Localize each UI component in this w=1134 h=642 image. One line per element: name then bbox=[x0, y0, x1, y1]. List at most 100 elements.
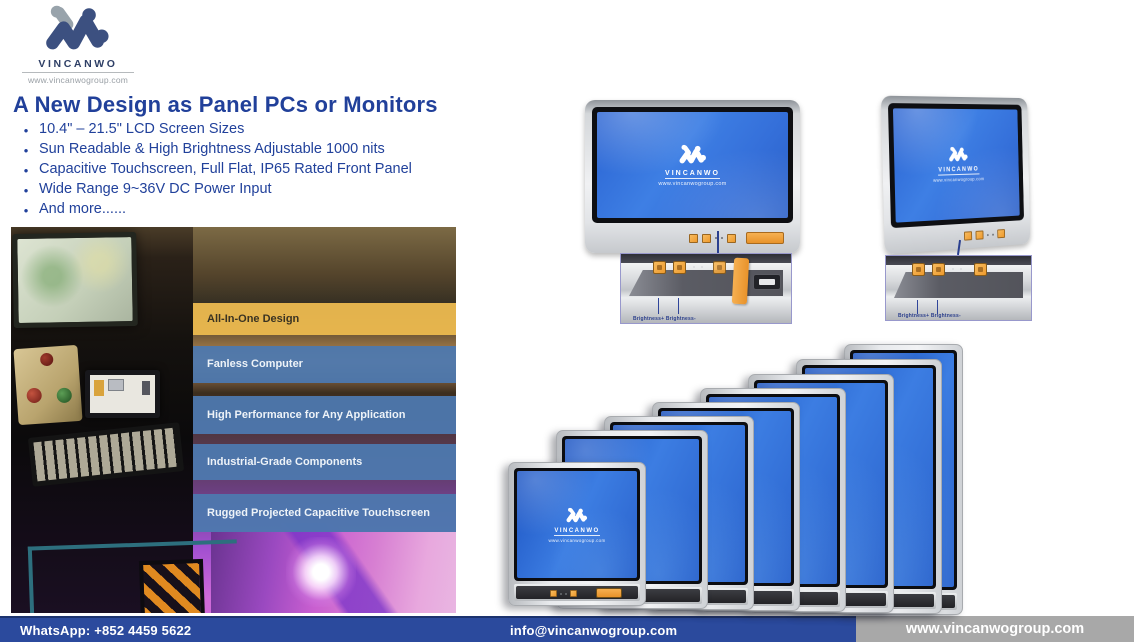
list-item: • Capacitive Touchscreen, Full Flat, IP65… bbox=[13, 161, 533, 181]
panel-bezel: VINCANWO www.vincanwogroup.com bbox=[887, 103, 1025, 229]
photo-touch-widget bbox=[108, 379, 124, 391]
photo-touch-widget bbox=[94, 380, 104, 396]
brightness-down-button bbox=[673, 261, 686, 274]
bullet-dot: • bbox=[23, 203, 29, 218]
usb-cover-flap bbox=[731, 257, 750, 305]
callout-line bbox=[917, 300, 918, 314]
usb-cover bbox=[596, 588, 622, 598]
led-dot bbox=[986, 233, 989, 236]
photo-red-button bbox=[26, 387, 43, 404]
banner-label: High Performance for Any Application bbox=[207, 408, 406, 421]
bullet-text: And more...... bbox=[39, 201, 127, 217]
led-dot bbox=[952, 268, 954, 270]
panel-screen: VINCANWO www.vincanwogroup.com bbox=[597, 112, 788, 218]
footer-whatsapp: WhatsApp: +852 4459 5622 bbox=[20, 623, 192, 638]
led-dot bbox=[715, 237, 717, 239]
brightness-down-button bbox=[570, 590, 577, 597]
bullet-text: 10.4" – 21.5" LCD Screen Sizes bbox=[39, 121, 245, 137]
screen-url-text: www.vincanwogroup.com bbox=[548, 537, 606, 543]
photo-touch-widget bbox=[142, 381, 150, 395]
bottom-panel-closeup-right: Brightness+ Brightness- bbox=[885, 255, 1032, 321]
brand-website: www.vincanwogroup.com bbox=[27, 75, 129, 85]
footer-contact-strip: WhatsApp: +852 4459 5622 info@vincanwogr… bbox=[0, 616, 856, 642]
list-item: • Wide Range 9~36V DC Power Input bbox=[13, 181, 533, 201]
led-dot bbox=[693, 266, 695, 268]
feature-banner-rugged: Rugged Projected Capacitive Touchscreen bbox=[193, 494, 456, 532]
power-button bbox=[974, 263, 987, 276]
panel-bezel: VINCANWO www.vincanwogroup.com bbox=[514, 468, 640, 581]
closeup-top-band bbox=[621, 254, 791, 263]
screen-brand-text: VINCANWO bbox=[938, 166, 980, 176]
screen-logo-icon bbox=[566, 507, 588, 522]
photo-green-button bbox=[56, 387, 73, 404]
power-button bbox=[713, 261, 726, 274]
usb-port bbox=[753, 274, 781, 290]
front-controls bbox=[963, 229, 1006, 241]
brightness-label: Brightness+ Brightness- bbox=[633, 316, 696, 322]
brightness-label: Brightness+ Brightness- bbox=[898, 313, 961, 319]
closeup-control-strip bbox=[894, 272, 1023, 298]
brand-block: VINCANWO www.vincanwogroup.com bbox=[22, 4, 134, 85]
bullet-text: Capacitive Touchscreen, Full Flat, IP65 … bbox=[39, 161, 412, 177]
callout-line bbox=[937, 300, 938, 314]
banner-label: Fanless Computer bbox=[207, 358, 303, 371]
footer-email: info@vincanwogroup.com bbox=[510, 623, 678, 638]
brightness-down-button bbox=[975, 230, 984, 240]
callout-line bbox=[717, 231, 719, 253]
banner-label: Rugged Projected Capacitive Touchscreen bbox=[207, 506, 430, 519]
panel-pc-front-view: VINCANWO www.vincanwogroup.com bbox=[585, 100, 800, 253]
bullet-text: Wide Range 9~36V DC Power Input bbox=[39, 181, 272, 197]
led-dot bbox=[960, 268, 962, 270]
screen-url-text: www.vincanwogroup.com bbox=[933, 176, 985, 183]
screen-logo-icon bbox=[679, 144, 706, 163]
callout-line bbox=[678, 298, 679, 314]
footer-website: www.vincanwogroup.com bbox=[905, 621, 1085, 637]
screen-url-text: www.vincanwogroup.com bbox=[658, 180, 727, 187]
bottom-panel-closeup-left: Brightness+ Brightness- bbox=[620, 253, 792, 324]
bullet-dot: • bbox=[23, 163, 29, 178]
panel-pc-angled-view: VINCANWO www.vincanwogroup.com bbox=[880, 95, 1031, 255]
brightness-up-button bbox=[550, 590, 557, 597]
brightness-up-button bbox=[689, 233, 698, 243]
feature-banner-fanless: Fanless Computer bbox=[193, 346, 456, 383]
brightness-up-button bbox=[653, 261, 666, 274]
photo-keyboard bbox=[27, 422, 185, 487]
photo-machine-frame bbox=[27, 539, 240, 613]
photo-estop-button bbox=[39, 352, 54, 367]
photo-hazard-stripes bbox=[138, 558, 206, 613]
panel-screen: VINCANWO www.vincanwogroup.com bbox=[892, 108, 1020, 223]
list-item: • And more...... bbox=[13, 201, 533, 221]
callout-line bbox=[658, 298, 659, 314]
brand-name: VINCANWO bbox=[22, 58, 134, 73]
bullet-text: Sun Readable & High Brightness Adjustabl… bbox=[39, 141, 385, 157]
feature-banner-industrial: Industrial-Grade Components bbox=[193, 444, 456, 480]
led-dot bbox=[701, 266, 703, 268]
screen-brand-text: VINCANWO bbox=[554, 527, 600, 536]
power-button bbox=[997, 229, 1006, 239]
bullet-dot: • bbox=[23, 183, 29, 198]
footer-bar: WhatsApp: +852 4459 5622 info@vincanwogr… bbox=[0, 616, 1134, 642]
photo-keyboard-keys bbox=[33, 427, 179, 482]
banner-label: All-In-One Design bbox=[207, 312, 300, 325]
bullet-dot: • bbox=[23, 123, 29, 138]
photo-crt-monitor bbox=[12, 231, 138, 329]
power-button bbox=[727, 233, 736, 243]
panel-chin bbox=[514, 584, 640, 601]
brightness-up-button bbox=[963, 231, 973, 241]
screen-logo-icon bbox=[946, 146, 972, 165]
panel-bezel: VINCANWO www.vincanwogroup.com bbox=[592, 107, 793, 223]
screen-brand-text: VINCANWO bbox=[665, 169, 720, 179]
photo-weld-flash bbox=[286, 537, 356, 607]
feature-list: • 10.4" – 21.5" LCD Screen Sizes • Sun Rea… bbox=[13, 121, 533, 221]
front-controls bbox=[689, 232, 784, 244]
feature-banner-all-in-one: All-In-One Design bbox=[193, 303, 456, 335]
photo-control-panel bbox=[13, 344, 83, 426]
panel-screen: VINCANWO www.vincanwogroup.com bbox=[517, 471, 637, 578]
brightness-up-button bbox=[912, 263, 925, 276]
led-dot bbox=[992, 233, 994, 236]
list-item: • Sun Readable & High Brightness Adjustab… bbox=[13, 141, 533, 161]
bullet-dot: • bbox=[23, 143, 29, 158]
photo-crt-screen bbox=[17, 237, 133, 323]
footer-website-box: www.vincanwogroup.com bbox=[856, 616, 1134, 642]
